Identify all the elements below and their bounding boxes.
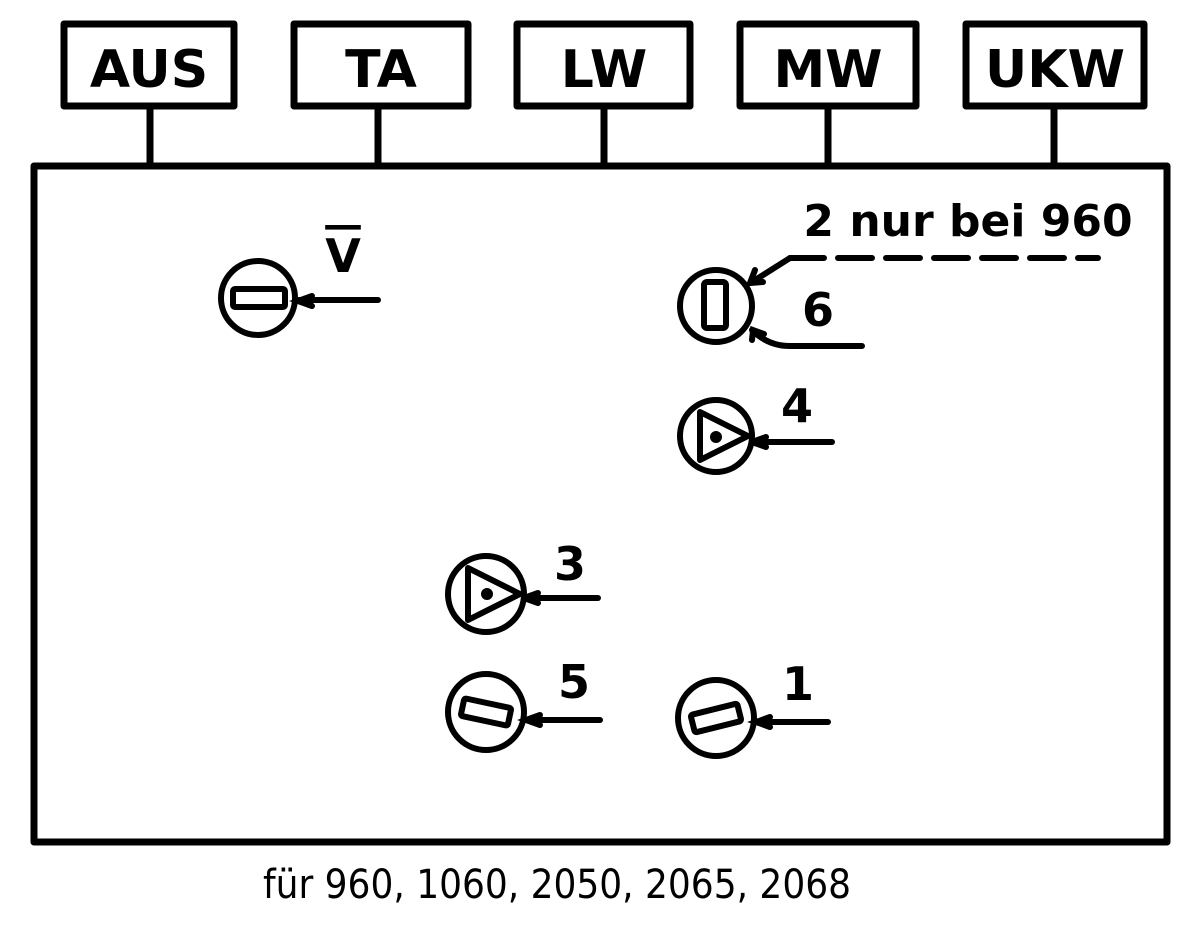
control-6-knob	[677, 267, 755, 345]
control-5-label: 5	[558, 655, 590, 709]
control-4-dot	[710, 431, 722, 443]
button-aus-label: AUS	[90, 40, 208, 100]
control-3-label: 3	[554, 537, 586, 591]
control-1-arrow	[747, 714, 773, 730]
control-1-label: 1	[782, 657, 814, 711]
button-lw-label: LW	[561, 40, 647, 100]
control-1-slot	[687, 700, 745, 736]
control-6-label: 6	[802, 283, 834, 337]
control-3-knob	[445, 553, 527, 635]
control-3-triangle	[465, 565, 523, 623]
chassis-outline	[30, 162, 1171, 846]
control-5-slot	[458, 695, 514, 729]
control-v-arrow	[289, 293, 315, 309]
control-2-arrow	[745, 267, 766, 287]
control-1-knob	[675, 677, 757, 759]
control-v	[218, 258, 381, 338]
control-6	[677, 255, 1101, 349]
control-3-arrow	[521, 590, 541, 606]
control-4-arrow	[749, 434, 769, 450]
control-v-label: V	[325, 229, 361, 283]
control-4-triangle	[697, 409, 751, 463]
control-5	[445, 671, 603, 753]
control-2-leader-diag	[749, 255, 793, 285]
button-ukw-label: UKW	[985, 40, 1125, 100]
control-2-note: 2 nur bei 960	[803, 196, 1132, 247]
control-3-dot	[481, 588, 493, 600]
control-1	[675, 677, 831, 759]
control-3	[445, 553, 601, 635]
control-4	[677, 397, 835, 475]
control-6-slot	[701, 279, 729, 331]
control-4-knob	[677, 397, 755, 475]
control-v-slot	[230, 286, 288, 310]
button-ta-label: TA	[345, 40, 417, 100]
button-mw-label: MW	[773, 40, 882, 100]
control-6-arrow	[749, 325, 767, 343]
control-5-arrow	[517, 712, 543, 728]
control-v-knob	[218, 258, 298, 338]
diagram-caption: für 960, 1060, 2050, 2065, 2068	[263, 862, 851, 908]
control-4-label: 4	[781, 379, 813, 433]
control-5-knob	[445, 671, 527, 753]
